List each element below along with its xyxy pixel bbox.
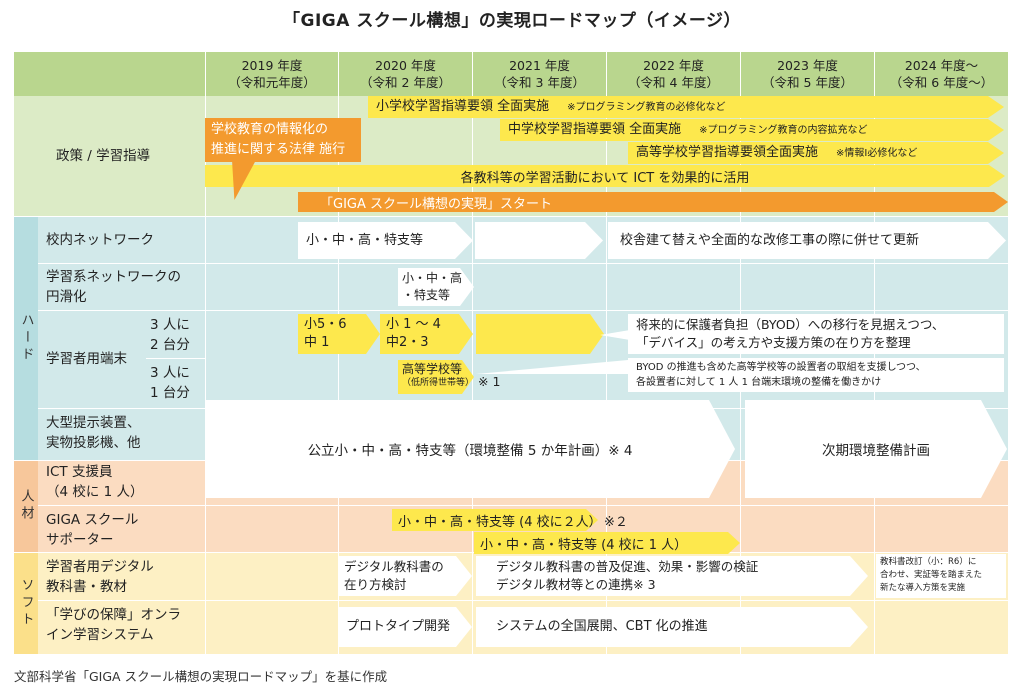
bar-network-2021 (475, 222, 603, 259)
bar-middle-curriculum: 中学校学習指導要領 全面実施※プログラミング教育の内容拡充など (500, 119, 1004, 141)
row-label-policy: 政策 / 学習指導 (56, 148, 151, 164)
bar-display-plan: 公立小・中・高・特支等（環境整備 5 か年計画）※ 4 (205, 400, 735, 498)
col-separator (472, 52, 473, 654)
row-label-device: 学習者用端末 (46, 351, 127, 367)
row-label-textbook: 学習者用デジタル教科書・教材 (46, 559, 154, 595)
row-label-ict-support: ICT 支援員（4 校に 1 人） (46, 464, 144, 500)
bar-elementary-curriculum: 小学校学習指導要領 全面実施※プログラミング教育の必修化など (368, 96, 1004, 118)
people-category-cell (14, 460, 38, 552)
bar-next-plan: 次期環境整備計画 (745, 400, 1007, 498)
year-header-2022: 2022 年度（令和 4 年度） (606, 52, 740, 96)
bar-textbook-study: デジタル教科書の在り方検討 (338, 556, 472, 596)
col-separator (606, 52, 607, 654)
year-header-2020: 2020 年度（令和 2 年度） (338, 52, 472, 96)
bar-ict-usage: 各教科等の学習活動において ICT を効果的に活用 (205, 165, 1005, 187)
row-separator (146, 358, 206, 359)
bar-prototype: プロトタイプ開発 (338, 607, 472, 647)
section-separator (14, 216, 1008, 217)
bar-giga-start: 「GIGA スクール構想の実現」スタート (298, 192, 1008, 212)
category-soft: ソフト (18, 577, 34, 629)
row-separator (38, 263, 1008, 264)
callout-law: 学校教育の情報化の推進に関する法律 施行 (205, 118, 361, 162)
year-header-2021: 2021 年度（令和 3 年度） (472, 52, 606, 96)
row-separator (38, 310, 1008, 311)
note-2: ※２ (604, 515, 628, 530)
row-label-giga-supporter: GIGA スクールサポーター (46, 512, 139, 548)
hard-category-cell (14, 216, 38, 460)
bar-network-rebuild: 校舎建て替えや全面的な改修工事の際に併せて更新 (608, 222, 1006, 259)
row-label-network: 校内ネットワーク (46, 232, 154, 248)
year-header-2019: 2019 年度（令和元年度） (205, 52, 338, 96)
row-label-display: 大型提示装置、実物投影機、他 (46, 415, 141, 451)
box-byod-high: BYOD の推進も含めた高等学校等の設置者の取組を支援しつつ、各設置者に対して … (628, 358, 1004, 392)
soft-category-cell (14, 552, 38, 654)
header-band (14, 52, 1008, 96)
row-label-learning-network: 学習系ネットワークの円滑化 (46, 269, 181, 305)
bar-supporter-1: 小・中・高・特支等 (4 校に 1 人） (474, 532, 740, 554)
bar-deploy: システムの全国展開、CBT 化の推進 (476, 607, 868, 647)
row-label-online: 「学びの保障」オンライン学習システム (46, 607, 181, 643)
bar-network-schools: 小・中・高・特支等 (298, 222, 473, 259)
bar-supporter-2: 小・中・高・特支等 (4 校に２人） (392, 509, 598, 531)
year-header-2023: 2023 年度（令和 5 年度） (740, 52, 874, 96)
bar-high-school-device: 高等学校等 （低所得世帯等） (398, 360, 474, 394)
note-1: ※ 1 (478, 374, 501, 389)
page-title: 「GIGA スクール構想」の実現ロードマップ（イメージ） (283, 11, 741, 31)
bar-high-curriculum: 高等学校学習指導要領全面実施※情報Ⅰ必修化など (628, 142, 1004, 164)
box-byod: 将来的に保護者負担（BYOD）への移行を見据えつつ、「デバイス」の考え方や支援方… (628, 314, 1004, 354)
row-separator (38, 505, 1008, 506)
bar-learning-network: 小・中・高・特支等 (398, 268, 474, 306)
byod-pointer (600, 330, 630, 340)
year-header-2024: 2024 年度〜（令和 6 年度〜） (874, 52, 1008, 96)
bar-textbook-promote: デジタル教科書の普及促進、効果・影響の検証デジタル教材等との連携※ 3 (476, 556, 868, 596)
category-people: 人材 (18, 489, 34, 523)
bar-device-2021 (476, 314, 604, 354)
category-hard: ハード (18, 312, 34, 364)
source-footer: 文部科学省「GIGA スクール構想の実現ロードマップ」を基に作成 (14, 669, 388, 684)
row-separator (38, 600, 1008, 601)
box-textbook-revise: 教科書改訂（小：R6）に合わせ、実証等を踏まえた新たな導入方策を実施 (876, 554, 1006, 598)
col-separator (205, 52, 206, 654)
